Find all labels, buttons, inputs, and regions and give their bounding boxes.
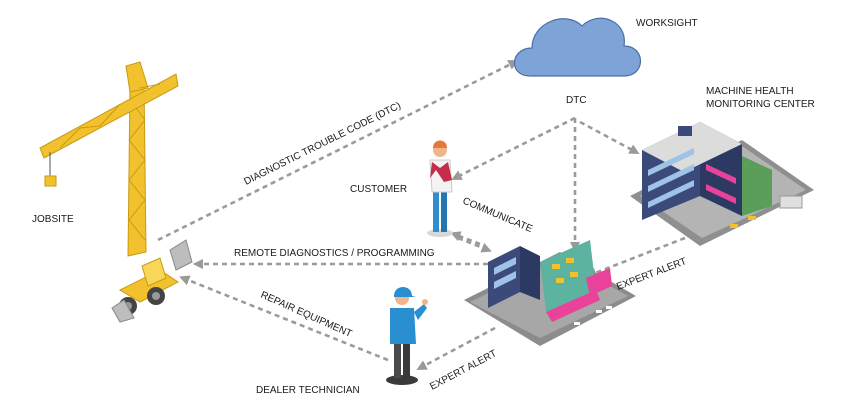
monitoring-center-icon: [630, 122, 814, 246]
arrow-communicate-to-customer: [450, 231, 481, 246]
monitoring-center-label-line2: MONITORING CENTER: [706, 99, 815, 110]
dtc-long-label: DIAGNOSTIC TROUBLE CODE (DTC): [242, 100, 402, 187]
person-icon: [427, 140, 453, 237]
arrow-communicate-to-dealer: [457, 236, 492, 253]
communicate-label: COMMUNICATE: [461, 196, 534, 235]
cloud-icon: [513, 17, 641, 77]
worksight-label: WORKSIGHT: [636, 18, 698, 29]
remote-diagnostics-label: REMOTE DIAGNOSTICS / PROGRAMMING: [234, 248, 435, 259]
arrow-center-to-dealer: [586, 236, 686, 278]
arrow-worksight-to-center: [579, 120, 640, 154]
technician-icon: [386, 287, 428, 385]
arrow-worksight-to-customer: [451, 116, 576, 180]
arrows: [157, 60, 686, 370]
wheel-loader-icon: [111, 239, 193, 323]
dtc-short-label: DTC: [566, 95, 587, 106]
dealer-building-icon: [464, 240, 636, 346]
crane-icon: [39, 61, 179, 257]
monitoring-center-label-line1: MACHINE HEALTH: [706, 86, 794, 97]
customer-label: CUSTOMER: [350, 184, 407, 195]
expert-alert-technician-label: EXPERT ALERT: [428, 348, 498, 392]
arrow-jobsite-to-worksight: [157, 60, 519, 242]
repair-equipment-label: REPAIR EQUIPMENT: [259, 290, 354, 340]
arrow-technician-to-jobsite: [179, 275, 389, 362]
dealer-technician-label: DEALER TECHNICIAN: [256, 385, 360, 396]
jobsite-label: JOBSITE: [32, 214, 74, 225]
